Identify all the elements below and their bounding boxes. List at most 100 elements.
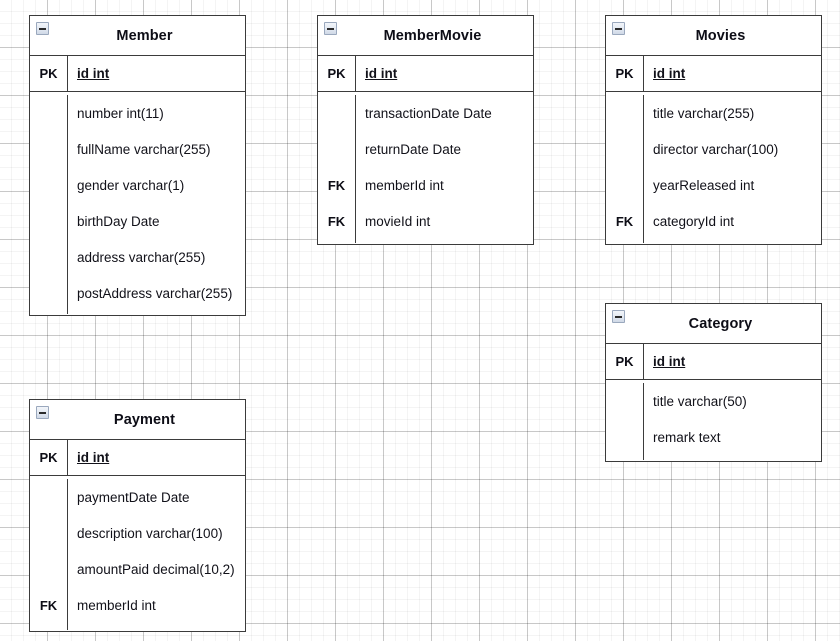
attribute-name: id int [77,450,110,465]
entity-name: Payment [113,411,176,428]
attribute-row[interactable]: returnDate Date [318,131,533,167]
key-type-label [606,383,644,419]
attribute-name: description varchar(100) [77,525,223,541]
minus-icon-bar [327,27,334,30]
primary-key-row[interactable]: PK id int [30,440,245,476]
attribute-name: memberId int [365,177,444,193]
attribute-name: gender varchar(1) [77,177,185,193]
key-type-label [30,131,68,167]
attribute-cell: id int [68,56,245,91]
entity-title-bar: Payment [30,400,245,440]
entity-name: MemberMovie [383,27,482,44]
attribute-name: postAddress varchar(255) [77,285,233,301]
attribute-row[interactable]: FK movieId int [318,203,533,239]
key-type-label [30,515,68,551]
attribute-row[interactable]: amountPaid decimal(10,2) [30,551,245,587]
primary-key-row[interactable]: PK id int [318,56,533,92]
minus-icon[interactable] [36,22,49,35]
key-type-label: PK [318,56,356,91]
attribute-cell: memberId int [356,167,533,203]
attribute-row[interactable]: remark text [606,419,821,455]
attribute-row[interactable]: title varchar(50) [606,383,821,419]
entity-filler [30,311,245,314]
attribute-name: amountPaid decimal(10,2) [77,561,235,577]
key-column-spacer [30,623,68,630]
entity-title-bar: Category [606,304,821,344]
attribute-cell: title varchar(255) [644,95,821,131]
minus-icon[interactable] [612,22,625,35]
key-type-label: FK [30,587,68,623]
key-column-spacer [30,311,68,314]
attribute-name: number int(11) [77,105,164,121]
minus-icon[interactable] [324,22,337,35]
attribute-row[interactable]: paymentDate Date [30,479,245,515]
attribute-cell: postAddress varchar(255) [68,275,245,311]
attribute-row[interactable]: birthDay Date [30,203,245,239]
attribute-name: id int [77,66,110,81]
attribute-name: id int [653,354,686,369]
attribute-name: id int [365,66,398,81]
attribute-name: returnDate Date [365,141,462,157]
attribute-cell: amountPaid decimal(10,2) [68,551,245,587]
attribute-cell: categoryId int [644,203,821,239]
attribute-row[interactable]: transactionDate Date [318,95,533,131]
attribute-cell: birthDay Date [68,203,245,239]
attribute-cell: fullName varchar(255) [68,131,245,167]
key-column-spacer [606,455,644,460]
attribute-cell: id int [644,344,821,379]
minus-icon[interactable] [612,310,625,323]
attribute-row[interactable]: number int(11) [30,95,245,131]
attribute-name: birthDay Date [77,213,160,229]
attribute-cell: id int [644,56,821,91]
attribute-row[interactable]: address varchar(255) [30,239,245,275]
key-type-label [318,95,356,131]
key-type-label: PK [30,440,68,475]
attribute-name: address varchar(255) [77,249,206,265]
attribute-row[interactable]: fullName varchar(255) [30,131,245,167]
key-type-label [30,95,68,131]
attribute-cell: transactionDate Date [356,95,533,131]
key-type-label: PK [606,56,644,91]
entity-title-bar: Movies [606,16,821,56]
attribute-list: number int(11) fullName varchar(255) gende… [30,95,245,314]
attribute-name: movieId int [365,213,431,229]
key-type-label [30,203,68,239]
minus-icon-bar [39,27,46,30]
key-type-label [30,551,68,587]
key-type-label [318,131,356,167]
attribute-row[interactable]: yearReleased int [606,167,821,203]
attribute-name: fullName varchar(255) [77,141,211,157]
entity-name: Category [688,315,753,332]
attribute-row[interactable]: description varchar(100) [30,515,245,551]
minus-icon-bar [39,411,46,414]
key-type-label [606,167,644,203]
attribute-row[interactable]: director varchar(100) [606,131,821,167]
key-type-label: FK [606,203,644,239]
attribute-cell: yearReleased int [644,167,821,203]
attribute-list: paymentDate Date description varchar(100)… [30,479,245,630]
key-type-label [30,479,68,515]
minus-icon[interactable] [36,406,49,419]
entity-filler [30,623,245,630]
attribute-cell: gender varchar(1) [68,167,245,203]
attribute-row[interactable]: postAddress varchar(255) [30,275,245,311]
attribute-name: paymentDate Date [77,489,190,505]
key-type-label: FK [318,203,356,239]
attribute-row[interactable]: title varchar(255) [606,95,821,131]
key-column-spacer [606,239,644,243]
attribute-row[interactable]: gender varchar(1) [30,167,245,203]
attribute-name: director varchar(100) [653,141,779,157]
attribute-column-spacer [68,311,245,314]
